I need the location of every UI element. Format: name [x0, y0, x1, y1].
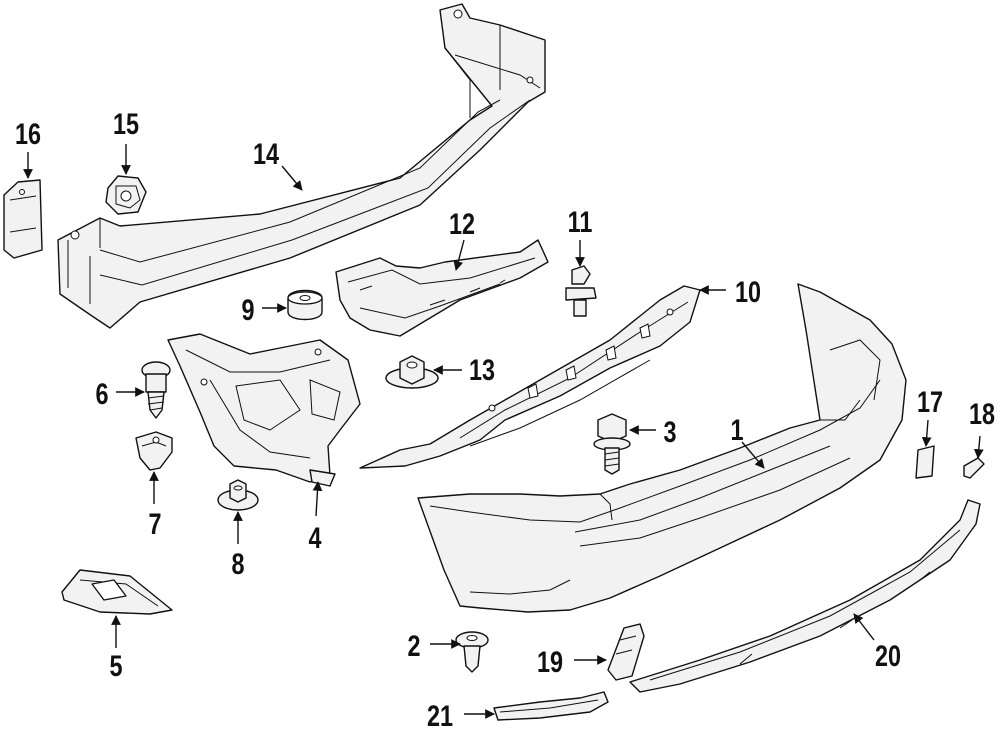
lower-trim-20 — [629, 499, 981, 693]
callout-13: 13 — [469, 353, 495, 386]
flange-nut-8 — [217, 479, 259, 511]
callout-20: 20 — [875, 639, 901, 672]
leader-lines — [23, 144, 984, 719]
callout-12: 12 — [449, 207, 475, 240]
spacer-9 — [287, 289, 323, 321]
bolt-3 — [593, 413, 631, 475]
small-bracket-19 — [607, 623, 645, 681]
flange-nut-13 — [385, 355, 439, 389]
lower-strip-21 — [493, 691, 609, 721]
side-bracket-4 — [167, 333, 361, 487]
cage-nut-15 — [105, 175, 147, 215]
callout-15: 15 — [113, 107, 139, 140]
clip-17 — [915, 445, 935, 479]
screw-6 — [141, 361, 171, 419]
callout-1: 1 — [730, 413, 743, 446]
callout-11: 11 — [568, 205, 593, 238]
callout-9: 9 — [241, 293, 254, 326]
reinforcement-bar-14 — [57, 3, 546, 329]
cover-5 — [61, 569, 173, 615]
push-rivet-2 — [455, 631, 489, 673]
callout-5: 5 — [109, 649, 122, 682]
callout-2: 2 — [407, 629, 420, 662]
callout-numbers: 1 2 3 4 5 6 7 8 9 10 11 12 13 14 15 16 1… — [15, 107, 995, 732]
callout-8: 8 — [231, 547, 244, 580]
callout-16: 16 — [15, 117, 41, 150]
callout-21: 21 — [427, 699, 453, 732]
callout-18: 18 — [969, 397, 995, 430]
callout-6: 6 — [95, 377, 108, 410]
strip-18 — [963, 457, 985, 479]
callout-17: 17 — [917, 385, 943, 418]
callout-14: 14 — [253, 137, 279, 170]
callout-10: 10 — [735, 275, 761, 308]
bumper-cover-1 — [417, 283, 907, 613]
bracket-12 — [335, 239, 549, 337]
callout-19: 19 — [537, 645, 563, 678]
push-clip-11 — [565, 265, 597, 317]
plate-16 — [3, 179, 43, 259]
long-bracket-10 — [359, 285, 701, 469]
callout-7: 7 — [148, 507, 161, 540]
callout-4: 4 — [308, 521, 321, 554]
callout-3: 3 — [663, 415, 676, 448]
clip-nut-7 — [135, 431, 173, 471]
